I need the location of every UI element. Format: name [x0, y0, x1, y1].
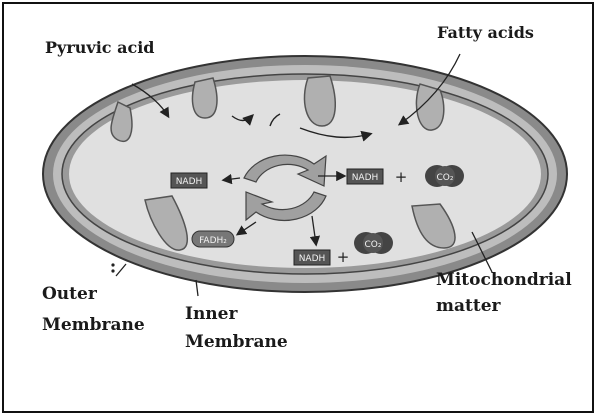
nadh-label-1: NADH — [176, 177, 203, 187]
label-matter-line1: Mitochondrial — [436, 270, 572, 290]
co2-label-2: CO₂ — [365, 240, 382, 250]
plus-sign: + — [395, 168, 408, 186]
nadh-box-1: NADH — [171, 173, 207, 188]
label-matter-line2: matter — [436, 296, 502, 316]
label-outer-line1: Outer — [42, 284, 98, 304]
nadh-box-2: NADH — [347, 169, 383, 184]
co2-molecule-icon: CO₂ — [354, 232, 393, 254]
co2-molecule-icon: CO₂ — [425, 165, 464, 187]
label-fatty-acids: Fatty acids — [437, 23, 534, 42]
nadh-label-3: NADH — [299, 254, 326, 264]
co2-label-1: CO₂ — [437, 173, 454, 183]
plus-sign: + — [337, 248, 350, 266]
label-pyruvic-acid: Pyruvic acid — [45, 38, 154, 57]
fadh2-label: FADH₂ — [199, 236, 227, 246]
label-outer-line2: Membrane — [42, 315, 145, 335]
nadh-box-3: NADH — [294, 250, 330, 265]
nadh-label-2: NADH — [352, 173, 379, 183]
fadh2-box: FADH₂ — [192, 231, 234, 247]
label-inner-line1: Inner — [185, 304, 238, 324]
label-inner-line2: Membrane — [185, 332, 288, 352]
